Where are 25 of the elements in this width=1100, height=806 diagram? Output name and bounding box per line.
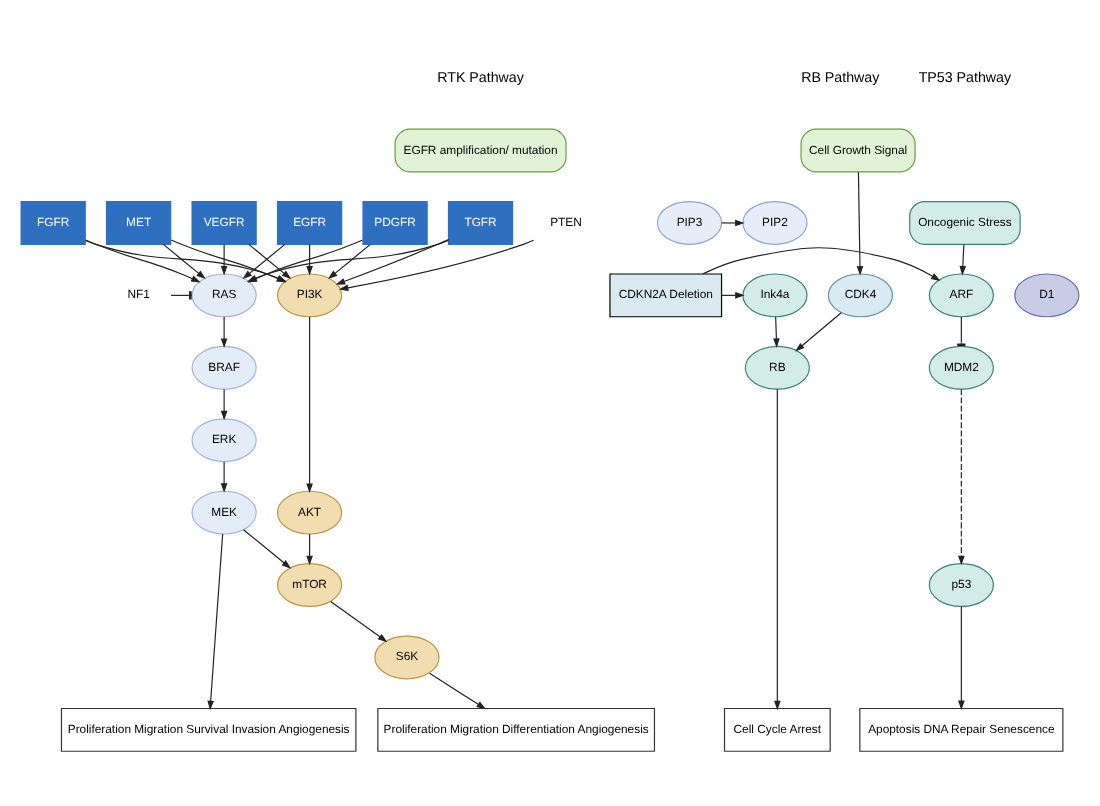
- arrow: [795, 311, 842, 351]
- arrow: [330, 599, 388, 642]
- arrow: [338, 238, 535, 290]
- arrow: [856, 170, 864, 275]
- arrow: [306, 315, 313, 492]
- arrow: [220, 387, 228, 420]
- arrow: [702, 246, 941, 280]
- arrow: [220, 460, 228, 492]
- arrow: [335, 238, 450, 284]
- arrow: [207, 532, 224, 710]
- arrow: [773, 315, 780, 347]
- arrow: [958, 605, 965, 710]
- arrow: [220, 242, 228, 275]
- arrow: [958, 387, 965, 565]
- arrow: [774, 387, 781, 710]
- arrow: [162, 242, 206, 279]
- arrow: [328, 242, 371, 279]
- arrow: [959, 242, 967, 275]
- arrow: [720, 218, 745, 226]
- arrow: [428, 671, 486, 709]
- arrow: [85, 238, 201, 282]
- arrow: [306, 242, 313, 275]
- arrow: [306, 532, 313, 565]
- arrow: [242, 528, 292, 568]
- arrow: [220, 315, 228, 347]
